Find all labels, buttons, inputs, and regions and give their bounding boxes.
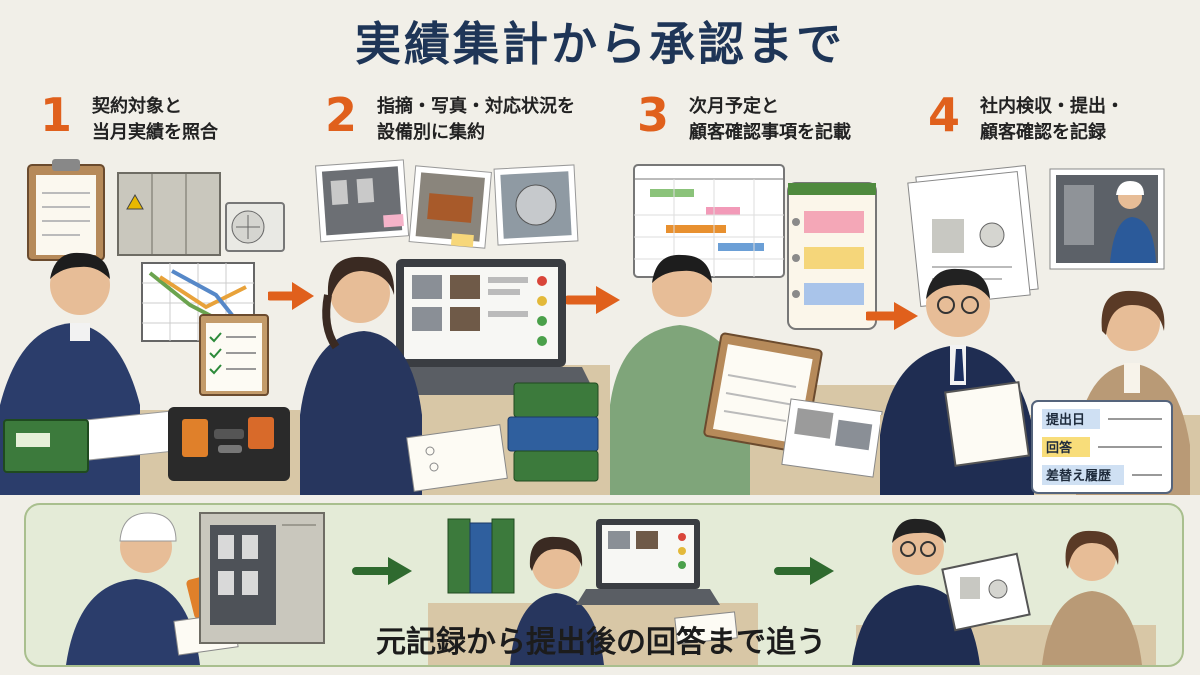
record-item-answer: 回答 xyxy=(1046,440,1073,456)
checklist-panel-icon xyxy=(787,182,877,330)
step-3-label: 次月予定と 顧客確認事項を記載 xyxy=(689,94,851,146)
photo-ac-unit-icon xyxy=(493,164,579,246)
notepad-icon xyxy=(406,424,508,492)
clipboard-hand-icon xyxy=(944,381,1030,467)
arrow-icon-3 xyxy=(866,302,918,330)
step-3-number: 3 xyxy=(637,88,670,142)
calendar-icon xyxy=(633,164,785,278)
record-card: 提出日 回答 差替え履歴 xyxy=(1031,400,1173,494)
step-2-number: 2 xyxy=(325,88,358,142)
record-item-bg-2 xyxy=(1042,465,1124,485)
step-2-label-line-1: 指摘・写真・対応状況を xyxy=(377,96,575,117)
traceability-panel: 元記録から提出後の回答まで追う xyxy=(24,503,1184,667)
record-item-submission-date: 提出日 xyxy=(1046,412,1085,428)
binder-icon xyxy=(3,419,89,473)
step-3-header: 3 次月予定と 顧客確認事項を記載 xyxy=(637,88,897,150)
page-title: 実績集計から承認まで xyxy=(355,17,845,71)
step-2-header: 2 指摘・写真・対応状況を 設備別に集約 xyxy=(325,88,615,150)
record-item-bg-1 xyxy=(1042,437,1090,457)
step-3-label-line-2: 顧客確認事項を記載 xyxy=(689,122,851,143)
step-2-label-line-2: 設備別に集約 xyxy=(377,122,485,143)
arrow-icon-1 xyxy=(268,282,314,310)
binder-stack-icon xyxy=(507,382,599,482)
step-3-label-line-1: 次月予定と xyxy=(689,96,779,117)
step-4-label-line-1: 社内検収・提出・ xyxy=(980,96,1124,117)
record-item-bg-0 xyxy=(1042,409,1100,429)
scene-1-illustration xyxy=(0,159,300,495)
step-1-header: 1 契約対象と 当月実績を照合 xyxy=(40,88,290,150)
step-2-label: 指摘・写真・対応状況を 設備別に集約 xyxy=(377,94,575,146)
toolbox-icon xyxy=(168,407,290,481)
scene-4-illustration: 提出日 回答 差替え履歴 xyxy=(880,165,1200,495)
review-meeting-icon xyxy=(852,518,1156,665)
document-report-icon xyxy=(907,165,1039,307)
arrow-right-icon-1 xyxy=(352,557,412,585)
step-4-label: 社内検収・提出・ 顧客確認を記録 xyxy=(980,94,1124,146)
step-1-number: 1 xyxy=(40,88,73,142)
field-worker-icon xyxy=(66,512,239,665)
traceability-illustration xyxy=(66,512,1156,665)
arrow-icon-2 xyxy=(566,286,620,314)
record-item-revision-history: 差替え履歴 xyxy=(1046,468,1111,484)
photo-inspector-icon xyxy=(1049,168,1165,270)
step-4-label-line-2: 顧客確認を記録 xyxy=(980,122,1106,143)
photo-prints-icon xyxy=(781,398,883,478)
laptop-icon xyxy=(366,259,596,395)
arrow-right-icon-2 xyxy=(774,557,834,585)
step-1-label-line-2: 当月実績を照合 xyxy=(92,122,218,143)
checklist-icon xyxy=(199,314,269,396)
traceability-caption: 元記録から提出後の回答まで追う xyxy=(376,625,826,660)
electrical-panel-icon xyxy=(199,512,325,644)
person-office-woman-icon xyxy=(300,256,422,495)
step-4-header: 4 社内検収・提出・ 顧客確認を記録 xyxy=(928,88,1188,150)
cabinet-icon xyxy=(117,172,221,256)
scene-3-illustration xyxy=(610,164,895,495)
photo-rust-icon xyxy=(408,165,492,249)
scene-2-illustration xyxy=(300,159,610,495)
step-1-label-line-1: 契約対象と xyxy=(92,96,182,117)
clipboard-icon xyxy=(27,159,105,261)
air-conditioner-icon xyxy=(225,202,285,252)
step-1-label: 契約対象と 当月実績を照合 xyxy=(92,94,218,146)
office-laptop-icon xyxy=(428,518,758,665)
step-4-number: 4 xyxy=(928,88,961,142)
photo-cabinet-icon xyxy=(314,159,410,243)
